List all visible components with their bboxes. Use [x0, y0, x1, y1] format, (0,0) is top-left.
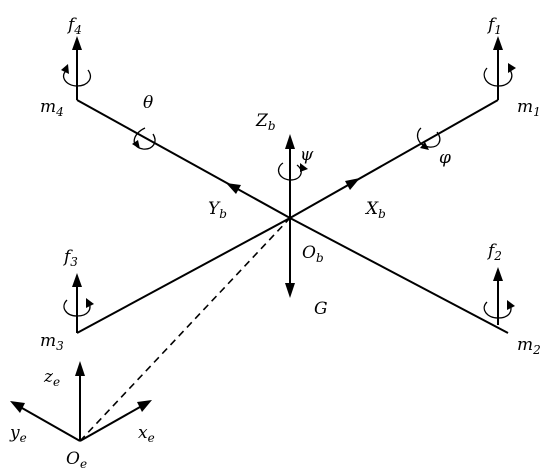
label-psi: ψ — [300, 145, 314, 165]
label-ye: ye — [9, 423, 27, 445]
label-m4: m4 — [40, 97, 64, 119]
rotor-2-spin-icon — [483, 301, 512, 319]
label-theta: θ — [143, 93, 153, 113]
label-f4: f4 — [66, 15, 82, 37]
thrust-f1-arrowhead — [493, 36, 503, 50]
thrust-f2-arrowhead — [493, 267, 503, 281]
label-g: G — [314, 299, 328, 319]
xe-axis — [79, 406, 141, 442]
ye-axis — [21, 407, 81, 442]
label-zb: Zb — [255, 111, 276, 133]
theta-rotation-arrowhead — [132, 140, 140, 149]
xb-arrowhead — [345, 178, 360, 190]
ze-arrowhead — [75, 361, 85, 376]
rotor-4-spin-icon — [62, 69, 92, 87]
gravity-arrowhead — [285, 283, 295, 298]
attitude-arcs — [132, 127, 441, 181]
label-f1: f1 — [486, 15, 502, 37]
arm-2 — [289, 217, 509, 334]
label-oe: Oe — [66, 449, 87, 471]
label-yb: Yb — [208, 199, 227, 221]
rotor-3-spin-arrowhead — [86, 298, 94, 308]
label-xb: Xb — [364, 199, 386, 221]
rotor-spins — [61, 63, 516, 319]
rotor-1-spin-icon — [483, 67, 513, 87]
label-ze: ze — [43, 367, 60, 389]
phi-rotation-arrowhead — [420, 142, 429, 150]
thrust-f3-arrowhead — [72, 273, 82, 287]
phi-rotation-icon — [416, 127, 441, 148]
label-f2: f2 — [486, 241, 502, 263]
rotor-3-spin-icon — [63, 299, 91, 317]
rotor-1-spin-arrowhead — [508, 63, 516, 73]
psi-rotation-arrowhead — [300, 163, 308, 172]
label-ob: Ob — [302, 243, 324, 265]
label-m3: m3 — [40, 331, 64, 353]
arm-1 — [289, 99, 499, 219]
label-m1: m1 — [517, 97, 541, 119]
zb-arrowhead — [285, 134, 295, 149]
position-vector-dashed — [79, 217, 291, 442]
arm-3 — [76, 217, 291, 334]
earth-frame — [10, 217, 291, 442]
thrust-f4-arrowhead — [72, 36, 82, 50]
label-xe: xe — [138, 423, 155, 445]
rotor-4-spin-arrowhead — [61, 64, 69, 74]
yb-arrowhead — [226, 183, 241, 194]
thrust-arrows — [72, 36, 503, 333]
body-frame — [76, 99, 509, 334]
rotor-2-spin-arrowhead — [507, 300, 515, 310]
labels: f4 f1 f3 f2 m4 m1 m3 m2 Zb Xb Yb Ob G θ … — [9, 15, 541, 471]
label-m2: m2 — [517, 335, 541, 357]
label-phi: φ — [439, 148, 451, 168]
xe-arrowhead — [137, 400, 152, 412]
body-axes — [226, 134, 360, 298]
ye-arrowhead — [10, 401, 25, 413]
theta-rotation-icon — [133, 127, 156, 150]
label-f3: f3 — [62, 247, 78, 269]
arm-4 — [76, 99, 291, 219]
